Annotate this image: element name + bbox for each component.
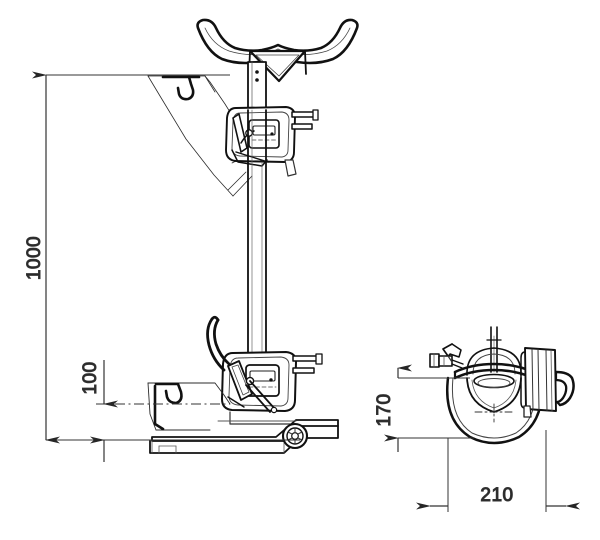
drum-cross-section [446,373,543,445]
dimension-layer: 1000 100 170 210 [24,71,580,512]
gear-housing [520,347,575,418]
dimension-value-1000: 1000 [24,236,45,280]
view-side-elevation [147,18,359,454]
left-fitting-bracket [429,343,464,369]
dimension-clamp-width: 210 [416,430,580,512]
clamp-head-lower [206,315,323,414]
dimension-clamp-height: 170 [374,364,474,452]
mast-column [247,109,267,353]
dimension-value-210: 210 [480,485,513,506]
caster-wheel [281,422,309,450]
clamp-head-upper [225,106,319,177]
dimension-fork-height: 100 [80,360,230,462]
view-front-elevation [429,326,575,445]
dimension-value-170: 170 [374,393,395,426]
mast-upper [247,61,267,111]
phantom-drum-rim [161,75,201,101]
dimension-overall-height: 1000 [24,71,300,444]
dimension-value-100: 100 [80,361,101,394]
drum-lowered-outline [147,382,231,431]
